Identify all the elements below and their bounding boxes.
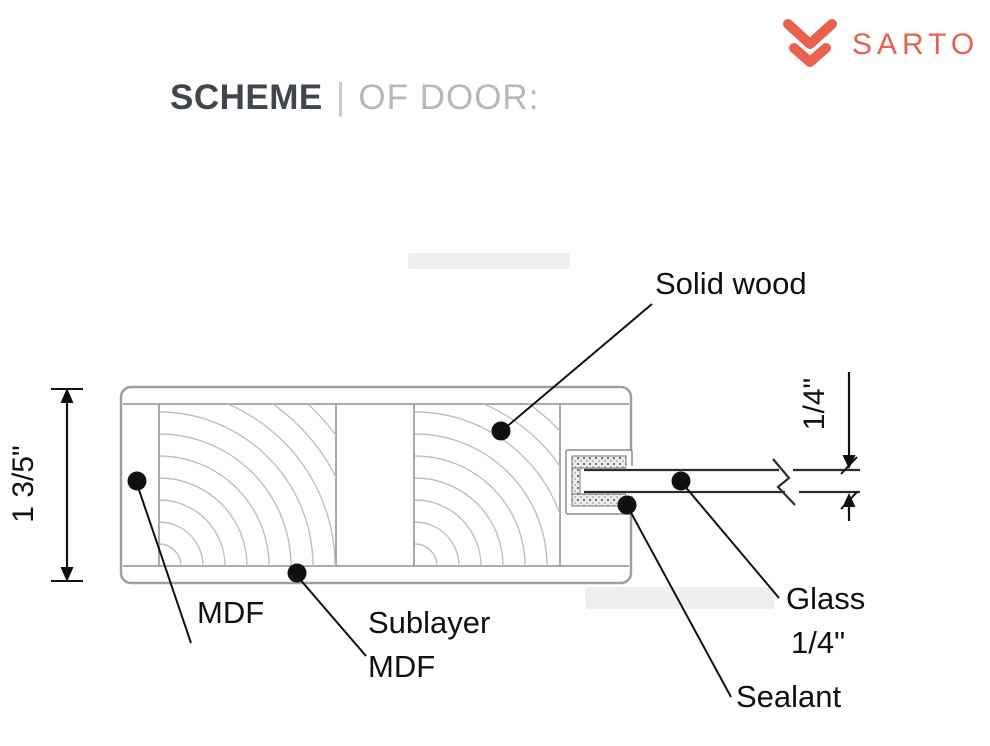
sealant-label: Sealant <box>736 679 842 714</box>
solid-wood-leader <box>503 303 653 430</box>
watermark <box>408 253 570 269</box>
sublayer-mdf-label: MDF <box>368 649 435 684</box>
title-of-door: OF DOOR: <box>358 78 540 117</box>
solid-wood-dot <box>491 421 511 441</box>
door-thickness-dimension: 1 3/5" <box>7 388 83 582</box>
arrowhead-up <box>60 388 74 403</box>
solid-wood-label: Solid wood <box>655 266 807 301</box>
wood-grain-panel-left <box>159 404 336 566</box>
glass-thickness-top-label: 1/4" <box>798 378 831 430</box>
glass-label: Glass <box>786 581 865 616</box>
glass-break-symbol <box>772 458 796 506</box>
callout-labels: Solid wood MDF Sublayer MDF Glass 1/4" S… <box>197 266 865 714</box>
sarto-logo-icon <box>783 19 837 67</box>
mdf-dot <box>127 471 147 491</box>
page-title: SCHEME | OF DOOR: <box>170 76 539 118</box>
wood-grain-panel-right <box>415 404 560 566</box>
arrowhead-down <box>842 455 856 469</box>
mdf-leader <box>136 483 192 644</box>
sarto-logo: SARTO <box>780 14 979 76</box>
title-separator: | <box>335 76 346 117</box>
door-thickness-label: 1 3/5" <box>7 445 40 522</box>
callout-dots <box>127 421 691 583</box>
glass-pane <box>584 458 860 506</box>
glass-size-label: 1/4" <box>791 625 845 660</box>
arrowhead-down <box>60 567 74 582</box>
glass-dot <box>671 471 691 491</box>
sealant-leader <box>628 508 732 698</box>
sealant-dot <box>617 495 637 515</box>
glass-leader <box>682 483 780 599</box>
sarto-logo-text: SARTO <box>852 28 980 61</box>
glass-thickness-dimension: 1/4" <box>798 372 858 521</box>
watermark <box>585 587 775 609</box>
sublayer-mdf-dot <box>287 563 307 583</box>
glazing-channel <box>565 449 640 515</box>
mdf-label: MDF <box>197 595 264 630</box>
sublayer-mdf-leader <box>297 576 367 657</box>
sealant-top-block <box>571 455 627 469</box>
callout-leaders <box>136 303 780 698</box>
sublayer-label: Sublayer <box>368 605 490 640</box>
title-scheme: SCHEME <box>170 78 323 117</box>
